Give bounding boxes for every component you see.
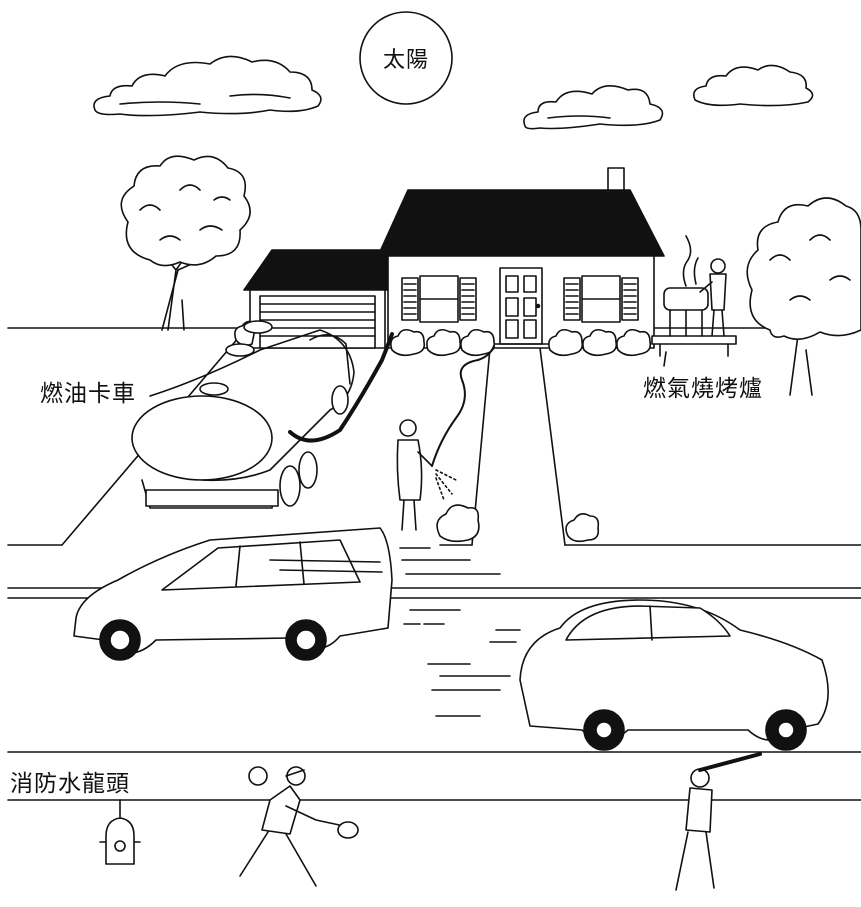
tree-right — [747, 198, 861, 395]
cloud-left — [94, 56, 321, 115]
fuel-truck — [132, 321, 392, 508]
cloud-right — [694, 65, 813, 105]
label-sun: 太陽 — [383, 42, 429, 74]
label-fire-hydrant: 消防水龍頭 — [10, 764, 130, 798]
gas-grill — [652, 236, 736, 356]
tree-left — [121, 156, 250, 330]
label-fuel-truck: 燃油卡車 — [40, 374, 136, 408]
van — [74, 528, 392, 660]
baseball-player-pitcher — [240, 767, 358, 886]
garage — [244, 250, 390, 348]
house — [378, 168, 664, 348]
motion-lines-van — [400, 548, 500, 624]
cloud-middle — [524, 86, 663, 129]
woman-watering — [397, 346, 494, 530]
bushes — [235, 321, 650, 541]
leader-lines — [664, 352, 666, 366]
car — [520, 600, 828, 750]
fire-hydrant — [100, 800, 140, 864]
label-gas-grill: 燃氣燒烤爐 — [643, 369, 763, 403]
baseball-player-batter — [676, 754, 760, 890]
motion-lines-car — [428, 630, 520, 716]
